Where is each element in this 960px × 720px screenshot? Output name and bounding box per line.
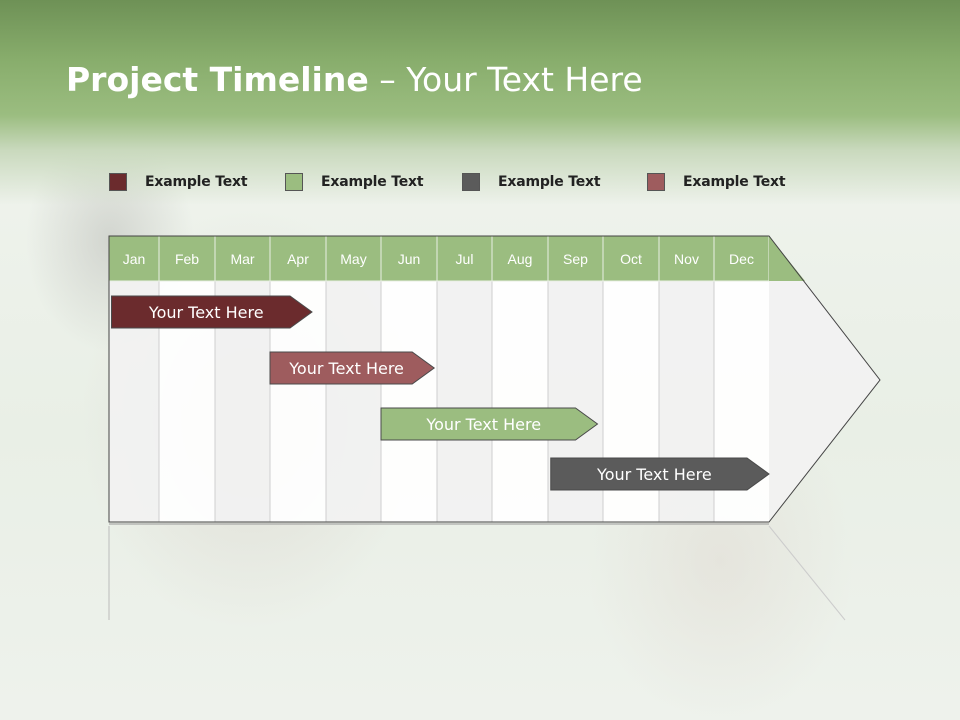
task-label: Your Text Here xyxy=(288,359,404,378)
arrow-head-body xyxy=(769,281,880,522)
month-label: Jan xyxy=(123,251,146,267)
month-header-cell xyxy=(108,235,160,282)
month-label: Apr xyxy=(287,251,309,267)
task-bar xyxy=(380,407,599,441)
task-label: Your Text Here xyxy=(596,465,712,484)
legend-swatch-1 xyxy=(109,173,127,191)
task-bar xyxy=(550,457,770,491)
legend-label-1: Example Text xyxy=(145,174,248,190)
timeline-reflection xyxy=(108,525,846,621)
title-bold: Project Timeline xyxy=(66,60,369,99)
month-label: Oct xyxy=(620,251,642,267)
task-bar xyxy=(111,295,313,329)
month-label: Jun xyxy=(398,251,421,267)
legend: Example Text Example Text Example Text E… xyxy=(0,170,960,194)
month-label: Feb xyxy=(175,251,199,267)
month-header-cell xyxy=(602,235,660,282)
month-column xyxy=(437,281,492,522)
month-header-cell xyxy=(269,235,327,282)
legend-swatch-3 xyxy=(462,173,480,191)
legend-label-3: Example Text xyxy=(498,174,601,190)
month-label: Dec xyxy=(729,251,754,267)
timeline-header: Jan Feb Mar Apr May Jun Jul Aug Sep Oct Nov Dec xyxy=(108,235,805,282)
legend-swatch-2 xyxy=(285,173,303,191)
legend-item-1: Example Text xyxy=(109,170,248,194)
title-rest: – Your Text Here xyxy=(368,60,643,99)
month-header-cell xyxy=(491,235,549,282)
page-title: Project Timeline – Your Text Here xyxy=(66,60,643,99)
task-label: Your Text Here xyxy=(425,415,541,434)
month-column xyxy=(492,281,548,522)
month-label: Nov xyxy=(674,251,699,267)
month-label: Jul xyxy=(456,251,474,267)
legend-swatch-4 xyxy=(647,173,665,191)
month-label: Aug xyxy=(508,251,533,267)
legend-label-2: Example Text xyxy=(321,174,424,190)
month-label: Mar xyxy=(230,251,254,267)
month-header-cell xyxy=(214,235,271,282)
legend-label-4: Example Text xyxy=(683,174,786,190)
month-column xyxy=(326,281,381,522)
timeline-frame xyxy=(108,235,881,525)
month-header-cell xyxy=(158,235,216,282)
legend-item-4: Example Text xyxy=(647,170,786,194)
legend-item-2: Example Text xyxy=(285,170,424,194)
month-header-cell xyxy=(436,235,493,282)
task-bar xyxy=(269,351,436,385)
month-header-cell xyxy=(325,235,382,282)
task-label: Your Text Here xyxy=(148,303,264,322)
timeline-outline xyxy=(108,235,881,523)
month-header-cell xyxy=(658,235,715,282)
month-label: Sep xyxy=(563,251,588,267)
month-column xyxy=(381,281,437,522)
month-header-cell xyxy=(547,235,604,282)
legend-item-3: Example Text xyxy=(462,170,601,194)
month-label: May xyxy=(340,251,366,267)
reflection-right-edge xyxy=(768,525,846,621)
